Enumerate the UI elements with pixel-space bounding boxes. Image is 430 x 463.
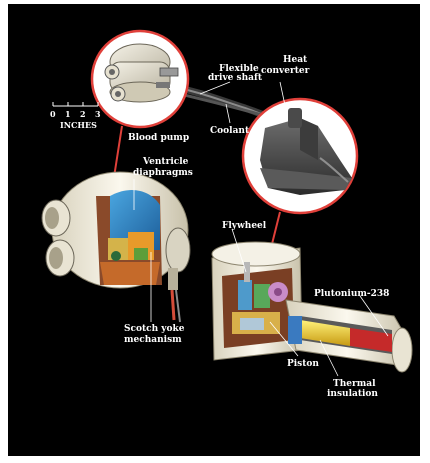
label-ventricle-1: Ventricle <box>142 157 189 167</box>
scale-tick-3: 3 <box>95 109 101 119</box>
label-scotch-yoke-1: Scotch yoke <box>124 324 185 334</box>
label-blood-pump: Blood pump <box>128 133 189 143</box>
heat-converter-inset <box>241 97 359 215</box>
label-flywheel: Flywheel <box>222 221 267 231</box>
scale-unit: INCHES <box>60 120 97 130</box>
label-plutonium: Plutonium-238 <box>314 289 389 299</box>
thermal-engine-cutaway <box>211 241 413 373</box>
label-flexible-drive-shaft-1: Flexible <box>219 64 259 74</box>
scale-bar: 0 1 2 3 INCHES <box>50 102 101 130</box>
blood-pump-cutaway <box>41 171 191 323</box>
label-flexible-drive-shaft-2: drive shaft <box>208 73 263 83</box>
label-scotch-yoke-2: mechanism <box>124 335 182 345</box>
label-coolant: Coolant <box>210 126 250 136</box>
label-heat-converter-1: Heat <box>283 55 308 65</box>
scale-tick-1: 1 <box>65 109 71 119</box>
scale-tick-2: 2 <box>80 109 86 119</box>
label-thermal-1: Thermal <box>333 379 376 389</box>
scale-tick-0: 0 <box>50 109 56 119</box>
label-thermal-2: insulation <box>327 389 378 399</box>
label-leaders <box>133 81 389 377</box>
label-piston: Piston <box>287 359 319 369</box>
blood-pump-inset <box>90 29 190 129</box>
label-heat-converter-2: converter <box>261 66 310 76</box>
label-ventricle-2: diaphragms <box>133 168 193 178</box>
